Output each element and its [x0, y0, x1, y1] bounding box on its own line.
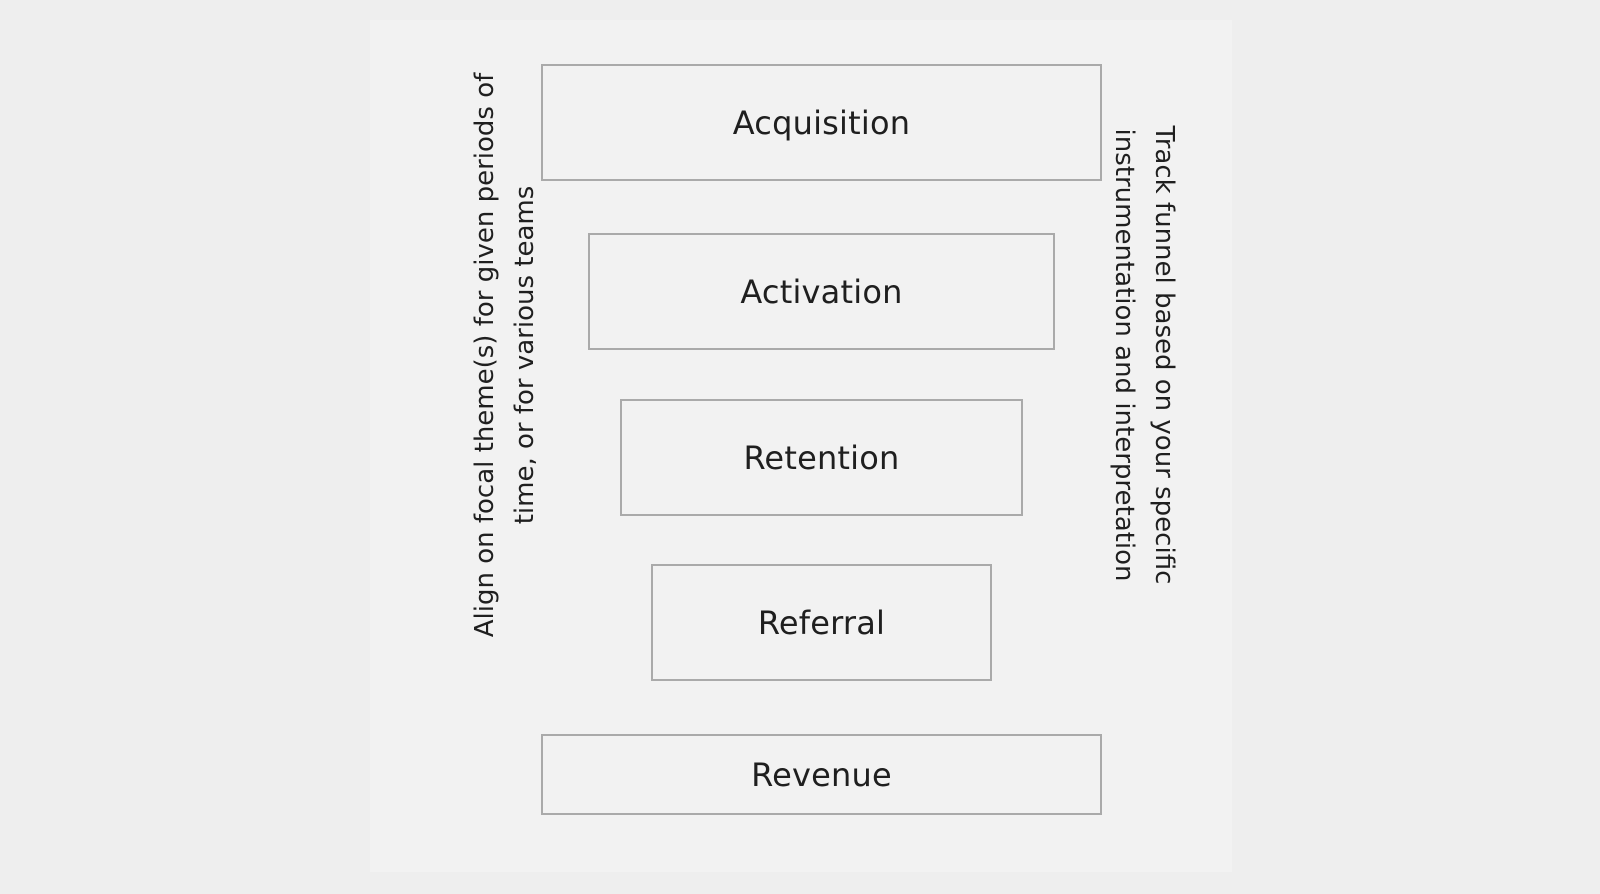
funnel-stage-acquisition: Acquisition	[541, 64, 1102, 181]
funnel-stage-label: Acquisition	[732, 103, 911, 142]
funnel-stage-label: Retention	[743, 438, 900, 477]
right-note-line-2: instrumentation and interpretation	[1109, 128, 1139, 582]
funnel-stage-activation: Activation	[588, 233, 1055, 350]
funnel-stage-retention: Retention	[620, 399, 1023, 516]
left-note-line-2: time, or for various teams	[510, 185, 540, 525]
left-note-line-1: Align on focal theme(s) for given period…	[470, 72, 500, 638]
funnel-stage-referral: Referral	[651, 564, 992, 681]
left-note: Align on focal theme(s) for given period…	[465, 73, 545, 638]
funnel-stage-revenue: Revenue	[541, 734, 1102, 815]
right-note-line-1: Track funnel based on your specific	[1149, 125, 1179, 585]
right-note: Track funnel based on your specific inst…	[1104, 126, 1184, 585]
funnel-stage-label: Activation	[740, 272, 903, 311]
funnel-stage-label: Referral	[757, 603, 886, 642]
funnel-stage-label: Revenue	[751, 755, 892, 794]
